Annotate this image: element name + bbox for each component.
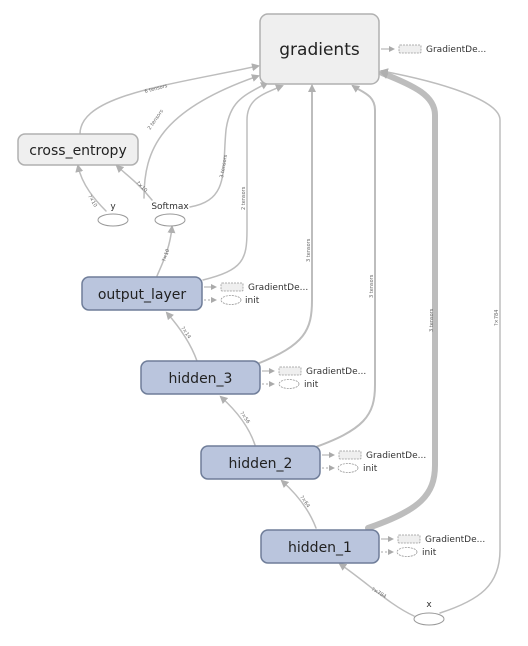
- op-x[interactable]: x: [413, 600, 445, 626]
- edge-x-to-hidden1: [338, 562, 415, 617]
- aux-h3-init-label: init: [304, 380, 319, 390]
- gradient-descent-icon: [397, 534, 421, 544]
- node-cross-entropy-label: cross_entropy: [29, 143, 126, 159]
- edge-hidden-2-to-gradients: [309, 84, 376, 450]
- edge-output-to-softmax: [156, 225, 176, 277]
- edge-hidden1-to-hidden2: [280, 479, 317, 529]
- node-hidden-3[interactable]: hidden_3: [140, 360, 261, 395]
- edge-softmax-to-cross-entropy: [115, 164, 153, 201]
- edge-label-output-to-softmax: ?×10: [161, 248, 171, 262]
- edge-label-x-to-gradients: ?×784: [494, 310, 500, 326]
- init-icon: [220, 295, 242, 305]
- aux-h1-gd-label: GradientDe...: [425, 535, 485, 545]
- init-icon: [337, 463, 359, 473]
- init-icon: [278, 379, 300, 389]
- aux-h1-init-label: init: [422, 548, 437, 558]
- gradient-descent-icon: [278, 366, 302, 376]
- aux-hidden-1[interactable]: GradientDe... init: [381, 534, 485, 558]
- edge-hidden-1-to-gradients: [365, 70, 438, 531]
- node-hidden-2-label: hidden_2: [229, 456, 293, 472]
- node-cross-entropy[interactable]: cross_entropy: [17, 133, 139, 166]
- gradient-descent-icon: [220, 282, 244, 292]
- aux-h3-gd-label: GradientDe...: [306, 367, 366, 377]
- op-x-label: x: [426, 600, 432, 610]
- edge-label-hidden1-to-hidden2: ?×64: [298, 495, 310, 509]
- init-icon: [396, 547, 418, 557]
- edge-label-hidden2-to-gradients: 3 tensors: [369, 274, 375, 298]
- edge-label-x-to-hidden1: ?×784: [370, 587, 387, 600]
- aux-hidden-2[interactable]: GradientDe... init: [322, 450, 426, 474]
- node-hidden-1-label: hidden_1: [288, 540, 352, 556]
- edge-softmax-to-gradients: [189, 82, 269, 208]
- edge-label-hidden3-to-output: ?×14: [179, 326, 191, 340]
- gradient-descent-icon: [398, 44, 422, 54]
- node-hidden-2[interactable]: hidden_2: [200, 445, 321, 480]
- aux-gradients-gradientdescent[interactable]: GradientDe...: [381, 44, 486, 55]
- aux-output-init-label: init: [245, 296, 260, 306]
- edge-label-softmax-to-gradients: 3 tensors: [219, 154, 229, 178]
- aux-hidden-3[interactable]: GradientDe... init: [262, 366, 366, 390]
- op-y[interactable]: y: [97, 202, 129, 227]
- edge-label-output-to-gradients: 2 tensors: [241, 186, 247, 210]
- node-gradients-label: gradients: [279, 40, 360, 60]
- edge-label-hidden1-to-gradients: 3 tensors: [429, 308, 435, 332]
- edge-hidden3-to-output: [165, 311, 198, 362]
- aux-gradients-gd-label: GradientDe...: [426, 45, 486, 55]
- edge-cross-entropy-to-gradients: [79, 63, 260, 135]
- edge-label-hidden3-to-gradients: 3 tensors: [306, 238, 312, 262]
- edge-output-layer-to-gradients: [202, 84, 284, 281]
- aux-output-layer[interactable]: GradientDe... init: [204, 282, 308, 306]
- op-y-label: y: [110, 202, 116, 212]
- aux-output-gd-label: GradientDe...: [248, 283, 308, 293]
- edge-label-y-to-gradients: 2 tensors: [147, 108, 166, 131]
- gradient-descent-icon: [338, 450, 362, 460]
- node-output-layer-label: output_layer: [98, 287, 187, 303]
- node-gradients[interactable]: gradients: [259, 13, 380, 85]
- edge-hidden-3-to-gradients: [256, 84, 316, 365]
- edge-y-to-cross-entropy: [75, 164, 107, 212]
- edge-y-to-gradients: [143, 74, 260, 199]
- aux-h2-gd-label: GradientDe...: [366, 451, 426, 461]
- op-softmax-label: Softmax: [151, 202, 189, 212]
- aux-h2-init-label: init: [363, 464, 378, 474]
- op-softmax[interactable]: Softmax: [151, 202, 189, 227]
- edge-hidden2-to-hidden3: [219, 395, 256, 446]
- node-output-layer[interactable]: output_layer: [81, 276, 203, 311]
- edge-label-softmax-to-ce: ?×10: [135, 180, 149, 194]
- edge-label-y-to-ce: ?×10: [86, 194, 98, 208]
- node-hidden-3-label: hidden_3: [169, 371, 233, 387]
- edge-label-ce-to-gradients: 6 tensors: [144, 83, 168, 95]
- edge-x-to-gradients: [380, 68, 501, 614]
- node-hidden-1[interactable]: hidden_1: [260, 529, 380, 564]
